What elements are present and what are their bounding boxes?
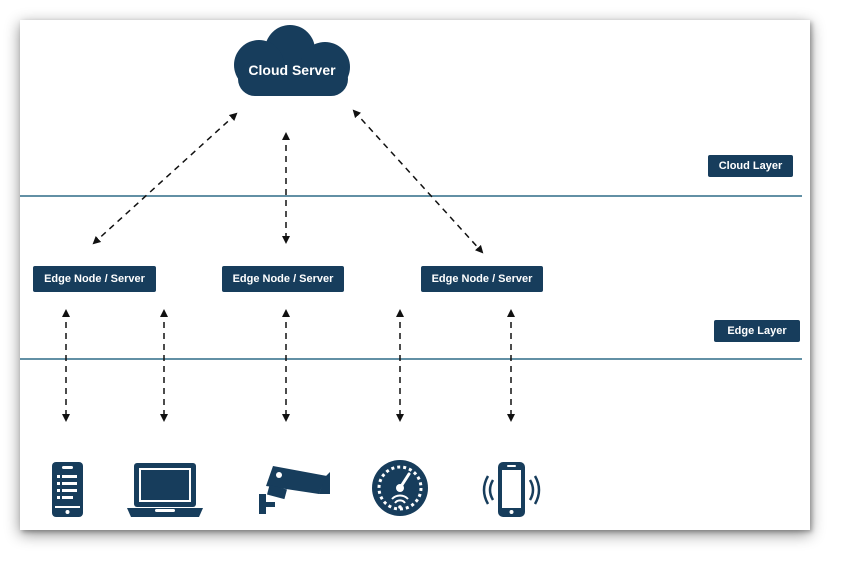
edge-node-server-2: Edge Node / Server	[222, 266, 344, 292]
laptop-icon	[127, 463, 203, 517]
meter-gauge-icon	[372, 460, 428, 516]
cloud-layer-label: Cloud Layer	[708, 155, 793, 177]
cloud-server-icon	[234, 25, 350, 96]
edge-node-server-3: Edge Node / Server	[421, 266, 543, 292]
tablet-icon	[52, 462, 83, 517]
edge-layer-label: Edge Layer	[714, 320, 800, 342]
cloud-server-label: Cloud Server	[248, 62, 336, 78]
security-camera-icon	[259, 466, 330, 514]
arrow-cloud-edge-right	[352, 109, 484, 254]
edge-node-server-1: Edge Node / Server	[33, 266, 156, 292]
smartphone-vibrating-icon	[482, 462, 541, 517]
arrow-cloud-edge-left	[92, 112, 238, 245]
